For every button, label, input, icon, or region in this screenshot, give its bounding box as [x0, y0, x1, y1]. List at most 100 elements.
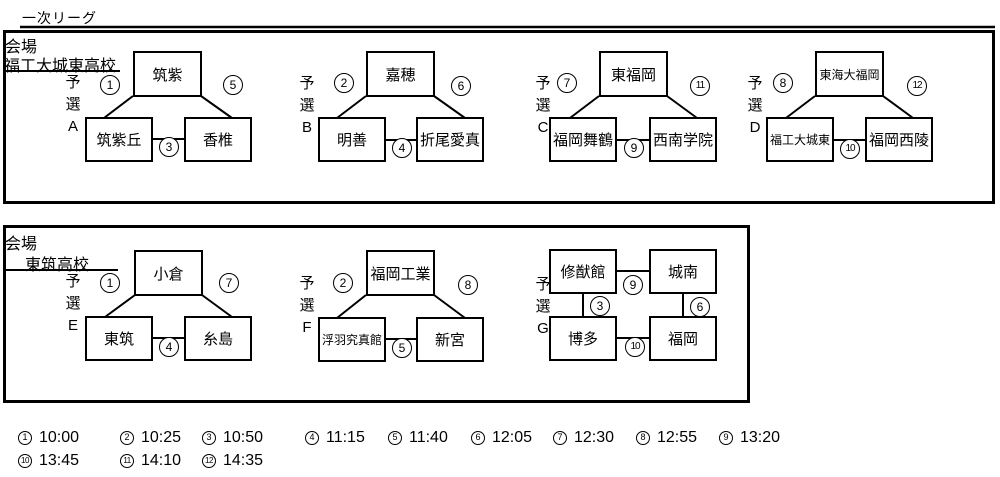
group-g-match-top-circle: 9 — [623, 275, 643, 295]
group-g-letter: G — [537, 320, 549, 337]
schedule-item-10: 10 13:45 — [18, 452, 79, 469]
qualifier-char-1: 予 — [535, 276, 551, 293]
schedule-item-8: 8 12:55 — [636, 429, 697, 446]
qualifier-char-2: 選 — [65, 295, 81, 312]
group-g-team-bottom-left: 博多 — [549, 316, 617, 361]
venue-box-1 — [3, 30, 995, 204]
match-number-circle: 4 — [305, 430, 319, 445]
schedule-item-2: 2 10:25 — [120, 429, 181, 446]
group-b-match-left-circle: 2 — [334, 73, 354, 93]
group-a-team-top: 筑紫 — [133, 51, 202, 97]
group-c-match-left-circle: 7 — [557, 73, 577, 93]
group-f-team-bottom-left: 浮羽究真館 — [318, 317, 386, 362]
schedule-item-9: 9 13:20 — [719, 429, 780, 446]
group-b-match-bottom-circle: 4 — [392, 138, 412, 158]
group-c-letter: C — [537, 119, 549, 136]
group-e-match-bottom-circle: 4 — [159, 337, 179, 357]
qualifier-char-1: 予 — [65, 74, 81, 91]
schedule-time: 10:50 — [223, 428, 264, 446]
group-d-team-bottom-right: 福岡西陵 — [865, 117, 933, 162]
match-number-circle: 1 — [18, 430, 32, 445]
group-e-letter: E — [67, 317, 78, 334]
group-b-team-bottom-left: 明善 — [318, 117, 386, 162]
group-g-team-top-left: 修猷館 — [549, 249, 617, 294]
schedule-time: 14:35 — [223, 451, 264, 469]
group-g-match-left-circle: 3 — [590, 296, 610, 316]
group-b-team-bottom-right: 折尾愛真 — [416, 117, 484, 162]
match-number-circle: 10 — [18, 453, 32, 468]
group-a-team-bottom-left: 筑紫丘 — [85, 117, 153, 162]
group-a-match-bottom-circle: 3 — [159, 137, 179, 157]
match-number-circle: 8 — [636, 430, 650, 445]
group-c-match-bottom-circle: 9 — [624, 138, 644, 158]
qualifier-char-1: 予 — [65, 273, 81, 290]
group-f-team-top: 福岡工業 — [366, 250, 435, 296]
schedule-item-1: 1 10:00 — [18, 429, 79, 446]
qualifier-char-2: 選 — [299, 297, 315, 314]
group-e-label: 予 選 E — [62, 271, 84, 337]
schedule-time: 11:15 — [326, 428, 365, 446]
schedule-item-5: 5 11:40 — [388, 429, 448, 446]
qualifier-char-2: 選 — [535, 298, 551, 315]
qualifier-char-1: 予 — [747, 75, 763, 92]
group-g-label: 予 選 G — [532, 274, 554, 340]
match-number-circle: 7 — [553, 430, 567, 445]
group-f-label: 予 選 F — [296, 273, 318, 339]
group-f-match-bottom-circle: 5 — [392, 338, 412, 358]
qualifier-char-1: 予 — [299, 75, 315, 92]
schedule-time: 12:55 — [657, 428, 698, 446]
match-number-circle: 2 — [120, 430, 134, 445]
match-number-circle: 6 — [471, 430, 485, 445]
schedule-item-6: 6 12:05 — [471, 429, 532, 446]
group-d-team-top: 東海大福岡 — [815, 51, 884, 97]
match-number-circle: 9 — [719, 430, 733, 445]
match-number-circle: 3 — [202, 430, 216, 445]
schedule-time: 11:40 — [409, 428, 448, 446]
group-d-match-bottom-circle: 10 — [840, 139, 860, 159]
schedule-time: 14:10 — [141, 451, 182, 469]
group-a-match-right-circle: 5 — [223, 75, 243, 95]
group-g-match-bottom-circle: 10 — [625, 337, 645, 357]
venue-2-name: 東筑高校 — [25, 257, 90, 274]
schedule-time: 10:00 — [39, 428, 80, 446]
group-b-letter: B — [301, 119, 312, 136]
schedule-item-4: 4 11:15 — [305, 429, 365, 446]
match-number-circle: 12 — [202, 453, 216, 468]
venue-1-name: 福工大城東高校 — [4, 58, 117, 75]
group-g-team-top-right: 城南 — [649, 249, 717, 294]
group-f-match-right-circle: 8 — [458, 275, 478, 295]
group-e-team-top: 小倉 — [134, 250, 203, 296]
group-e-team-bottom-right: 糸島 — [184, 316, 252, 361]
group-a-letter: A — [67, 118, 78, 135]
group-b-team-top: 嘉穂 — [366, 51, 435, 97]
schedule-time: 13:20 — [740, 428, 781, 446]
group-a-label: 予 選 A — [62, 72, 84, 138]
group-g-match-right-circle: 6 — [690, 297, 710, 317]
qualifier-char-2: 選 — [65, 96, 81, 113]
schedule-time: 12:05 — [492, 428, 533, 446]
group-d-team-bottom-left: 福工大城東 — [766, 117, 834, 162]
schedule-item-12: 12 14:35 — [202, 452, 263, 469]
group-a-match-left-circle: 1 — [100, 75, 120, 95]
qualifier-char-1: 予 — [299, 275, 315, 292]
qualifier-char-2: 選 — [747, 97, 763, 114]
group-c-match-right-circle: 11 — [690, 76, 710, 96]
group-f-letter: F — [302, 319, 312, 336]
group-f-team-bottom-right: 新宮 — [416, 317, 484, 362]
schedule-time: 13:45 — [39, 451, 80, 469]
group-e-match-left-circle: 1 — [100, 273, 120, 293]
schedule-item-7: 7 12:30 — [553, 429, 614, 446]
group-a-team-bottom-right: 香椎 — [184, 117, 252, 162]
group-c-team-bottom-left: 福岡舞鶴 — [549, 117, 617, 162]
match-number-circle: 5 — [388, 430, 402, 445]
match-number-circle: 11 — [120, 453, 134, 468]
group-c-team-bottom-right: 西南学院 — [649, 117, 717, 162]
venue-1-label: 会場 — [5, 39, 38, 56]
group-b-match-right-circle: 6 — [451, 76, 471, 96]
schedule-time: 10:25 — [141, 428, 182, 446]
qualifier-char-2: 選 — [299, 97, 315, 114]
group-e-match-right-circle: 7 — [219, 273, 239, 293]
schedule-time: 12:30 — [574, 428, 615, 446]
venue-2-label: 会場 — [5, 236, 38, 253]
